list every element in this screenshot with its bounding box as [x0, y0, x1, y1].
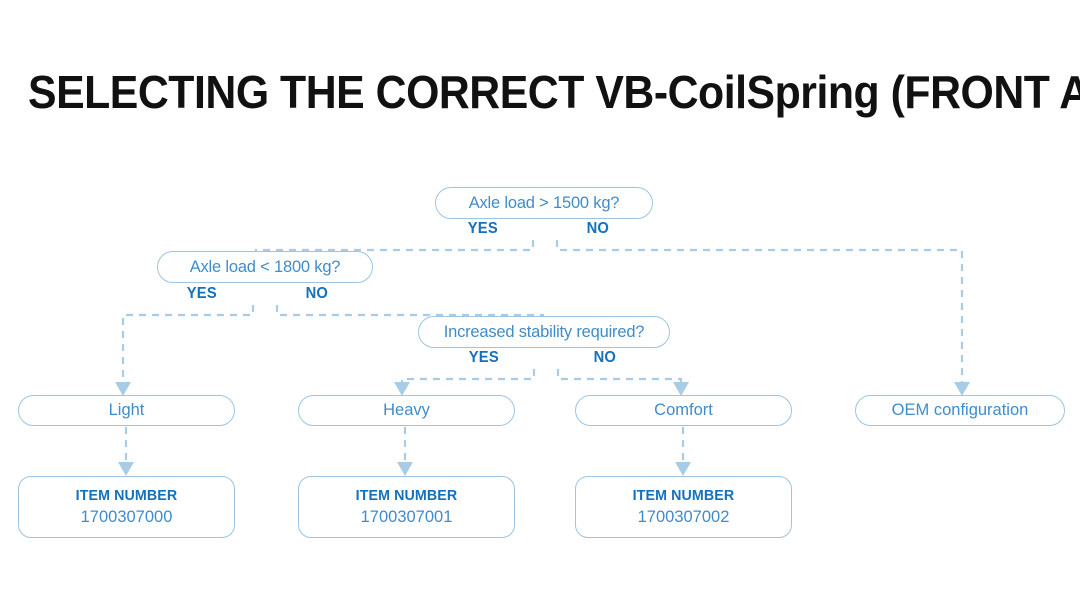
item-number-label: ITEM NUMBER: [75, 486, 178, 504]
branch-label-d1-no: NO: [586, 220, 610, 237]
item-number-value: 1700307002: [637, 507, 730, 526]
result-label: OEM configuration: [891, 401, 1029, 419]
result-node-heavy[interactable]: Heavy: [298, 395, 515, 426]
result-node-comfort[interactable]: Comfort: [575, 395, 792, 426]
decision-label: Increased stability required?: [443, 322, 645, 341]
item-number-box-3[interactable]: ITEM NUMBER 1700307002: [575, 476, 792, 538]
branch-label-d2-yes: YES: [186, 285, 217, 302]
decision-label: Axle load < 1800 kg?: [189, 257, 341, 276]
decision-label: Axle load > 1500 kg?: [468, 193, 620, 212]
page-title: SELECTING THE CORRECT VB-CoilSpring (FRO…: [28, 66, 1080, 118]
item-number-label: ITEM NUMBER: [632, 486, 735, 504]
result-label: Light: [108, 401, 145, 419]
item-number-label: ITEM NUMBER: [355, 486, 458, 504]
item-number-value: 1700307001: [360, 507, 453, 526]
result-node-light[interactable]: Light: [18, 395, 235, 426]
branch-label-d3-yes: YES: [468, 349, 499, 366]
decision-node-axle-load-1800[interactable]: Axle load < 1800 kg?: [157, 251, 373, 283]
item-number-value: 1700307000: [80, 507, 173, 526]
decision-node-axle-load-1500[interactable]: Axle load > 1500 kg?: [435, 187, 653, 219]
result-label: Heavy: [383, 401, 430, 419]
result-label: Comfort: [654, 401, 713, 419]
branch-label-d2-no: NO: [305, 285, 329, 302]
branch-label-d3-no: NO: [593, 349, 617, 366]
item-number-box-2[interactable]: ITEM NUMBER 1700307001: [298, 476, 515, 538]
result-node-oem-configuration[interactable]: OEM configuration: [855, 395, 1065, 426]
item-number-box-1[interactable]: ITEM NUMBER 1700307000: [18, 476, 235, 538]
decision-node-increased-stability[interactable]: Increased stability required?: [418, 316, 670, 348]
branch-label-d1-yes: YES: [467, 220, 498, 237]
